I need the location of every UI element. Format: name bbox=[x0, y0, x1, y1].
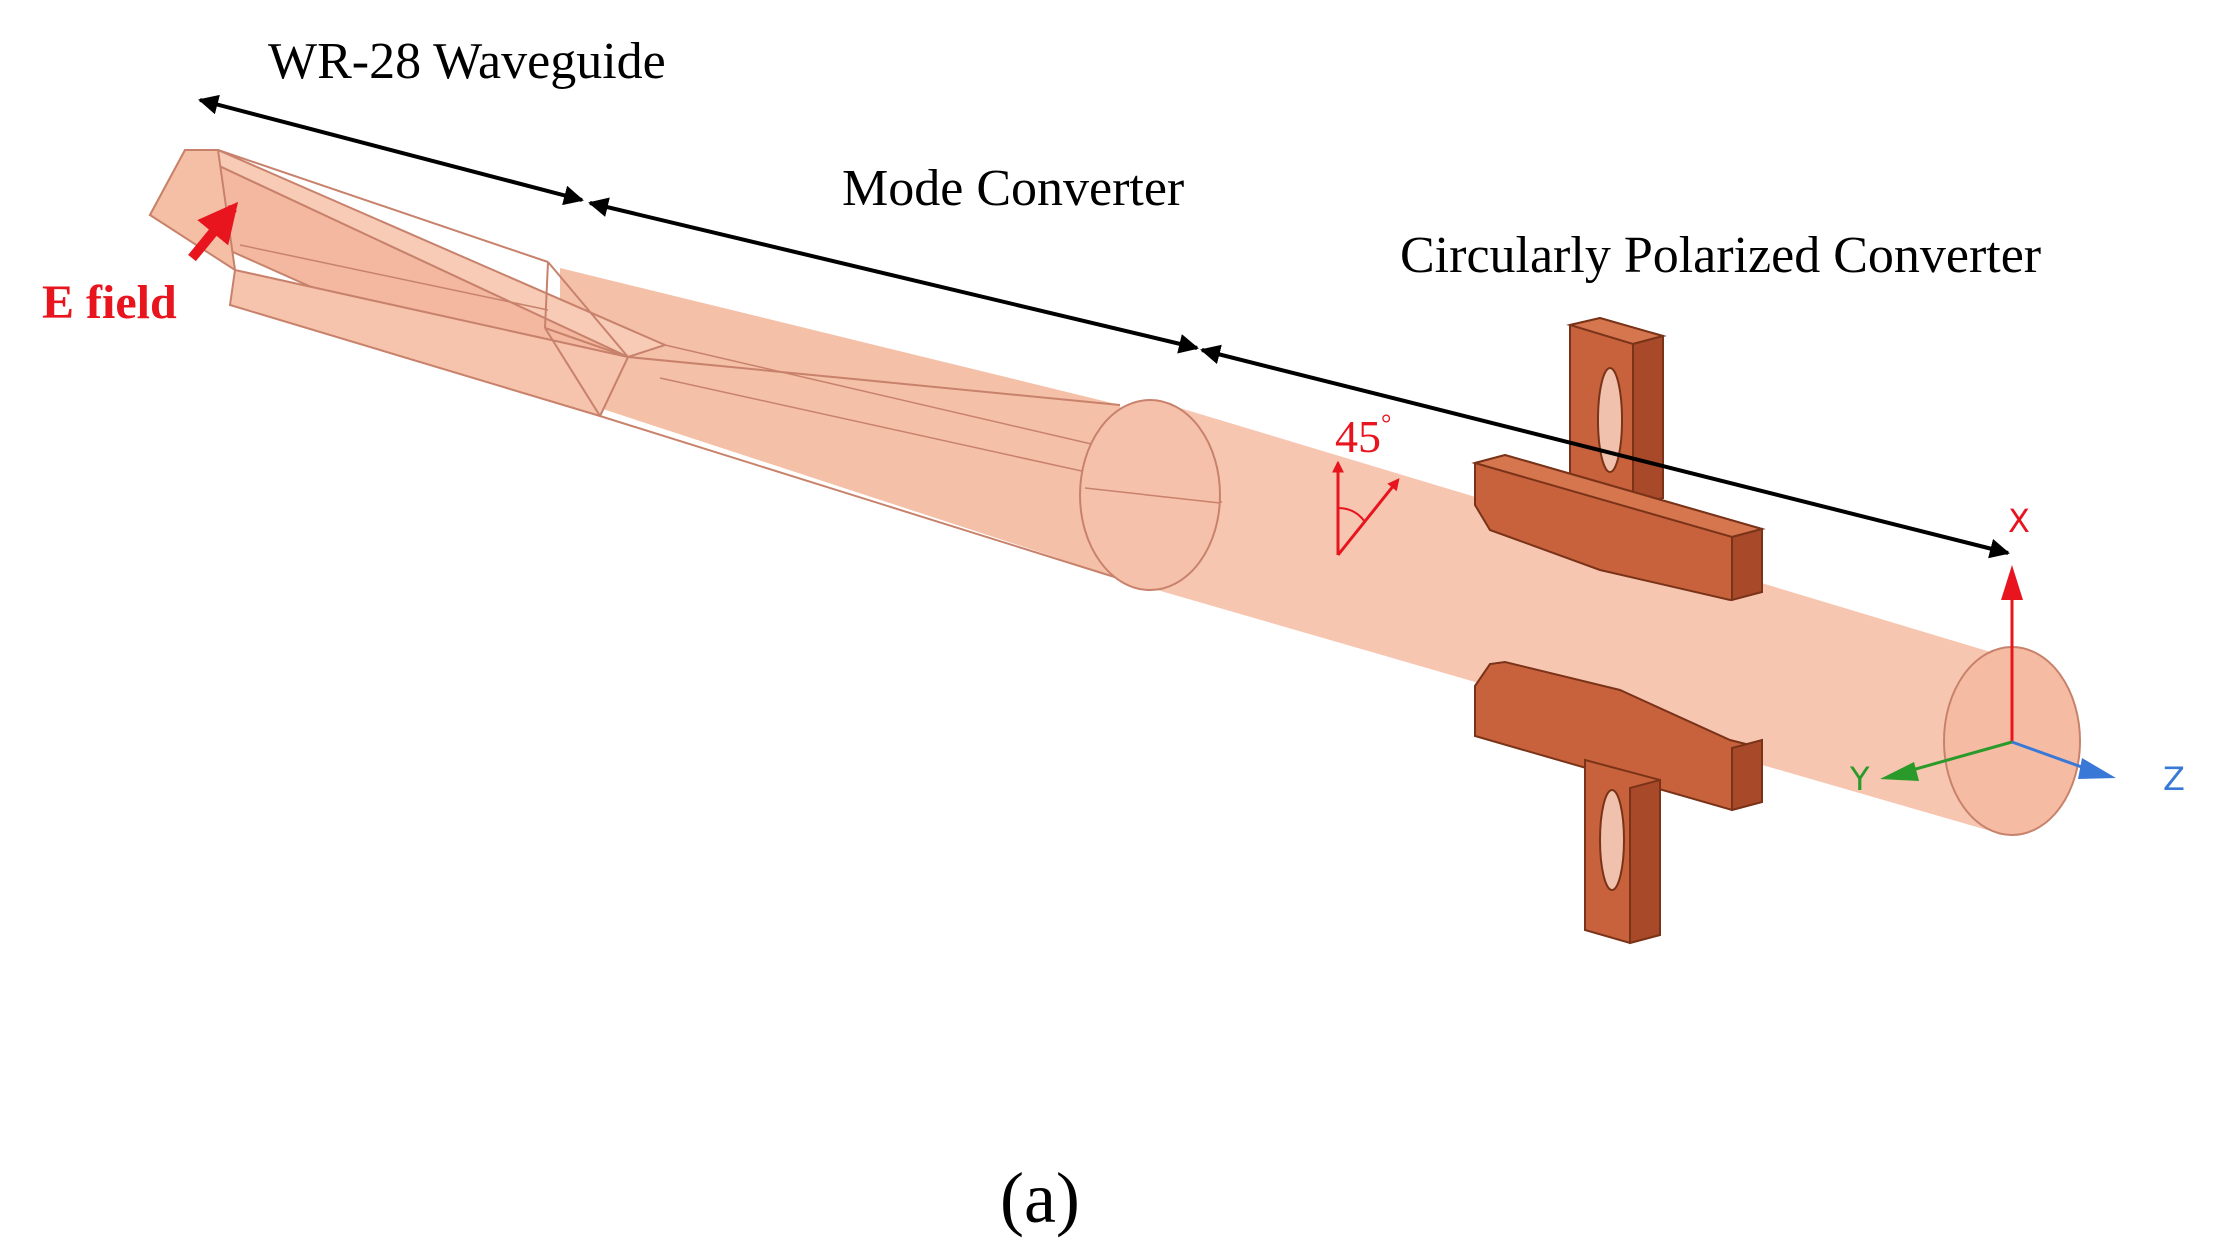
z-axis-arrowhead bbox=[2078, 758, 2116, 779]
e-field-label: E field bbox=[42, 276, 177, 329]
cp-fin-lower bbox=[1474, 660, 1763, 945]
y-axis-line bbox=[1904, 740, 2013, 774]
x-axis-arrowhead bbox=[2001, 565, 2023, 600]
z-axis-label: Z bbox=[2163, 760, 2185, 798]
x-axis-label: X bbox=[2008, 502, 2030, 540]
waveguide-dimension-arrow bbox=[198, 94, 584, 206]
cp-converter-label: Circularly Polarized Converter bbox=[1400, 227, 2041, 284]
angle-label: 45° bbox=[1335, 409, 1391, 462]
angle-indicator bbox=[1332, 460, 1400, 556]
y-axis-label: Y bbox=[1849, 760, 1870, 798]
y-axis-arrowhead bbox=[1880, 762, 1919, 781]
cp-converter-dimension-arrow bbox=[1200, 344, 2010, 559]
subfigure-label: (a) bbox=[1000, 1158, 1080, 1238]
e-field-arrow bbox=[188, 201, 239, 262]
mode-converter-label: Mode Converter bbox=[842, 160, 1184, 217]
mode-converter-dimension-arrow bbox=[588, 197, 1199, 354]
waveguide-label: WR-28 Waveguide bbox=[268, 33, 666, 90]
coordinate-axes bbox=[1880, 565, 2116, 781]
z-axis-line bbox=[2011, 740, 2091, 772]
